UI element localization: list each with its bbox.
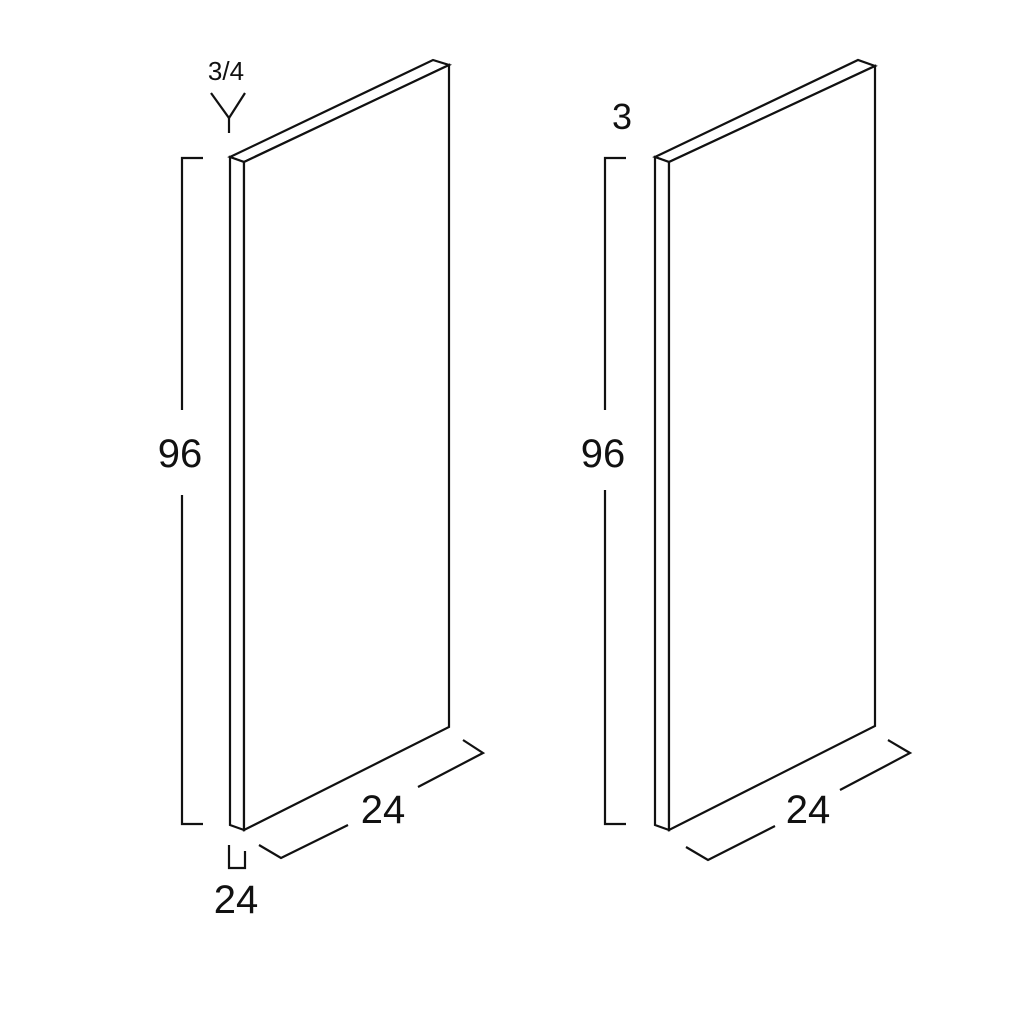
left-height-dimension-line-lower: [180, 495, 203, 826]
right-thickness-label: 3: [612, 96, 632, 137]
left-depth-label: 24: [214, 878, 259, 922]
right-panel: 96 3 24: [581, 58, 913, 862]
left-panel-side-edge: [228, 155, 246, 832]
right-width-label: 24: [786, 788, 831, 832]
left-thickness-label: 3/4: [208, 56, 244, 86]
left-width-dimension-line: [258, 824, 349, 860]
right-panel-side-edge: [653, 155, 671, 832]
left-height-dimension-line: [180, 156, 203, 410]
left-thickness-arrow: [210, 92, 246, 120]
left-panel-front-face: [242, 63, 451, 832]
left-height-label: 96: [158, 432, 203, 476]
left-width-label: 24: [361, 788, 406, 832]
right-width-dimension-line: [685, 825, 776, 862]
right-height-dimension-line: [603, 156, 626, 410]
left-panel: 96 3/4 24 24: [158, 56, 486, 922]
left-width-dimension-line-upper: [417, 739, 486, 788]
right-width-dimension-line-upper: [839, 739, 913, 791]
right-height-label: 96: [581, 432, 626, 476]
right-panel-front-face: [667, 64, 877, 832]
right-height-dimension-line-lower: [603, 490, 626, 826]
left-depth-bracket: [227, 845, 247, 870]
